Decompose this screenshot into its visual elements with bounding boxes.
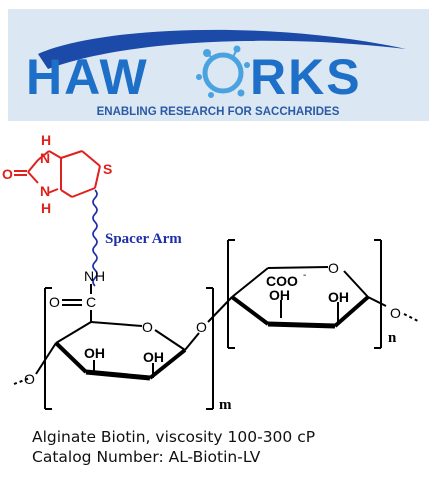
atom-ring2-oh-right: OH [328, 289, 349, 305]
atom-glyco-o: O [196, 319, 207, 335]
atom-ring1-o: O [142, 319, 153, 335]
atom-o-carbonyl: O [2, 166, 13, 182]
logo-tagline: ENABLING RESEARCH FOR SACCHARIDES [97, 106, 340, 118]
molecule-o-icon [196, 45, 250, 98]
bonds-ring-2 [207, 239, 419, 349]
subscript-m: m [219, 397, 232, 413]
atom-ring1-oh-right: OH [143, 349, 164, 365]
brand-right: RKS [250, 49, 362, 105]
subscript-n: n [388, 330, 397, 346]
spacer-arm-label: Spacer Arm [105, 231, 182, 247]
atom-ring1-o-left: O [24, 371, 35, 387]
atom-ring2-o: O [328, 260, 339, 276]
atom-n-top: N [40, 150, 50, 166]
atom-ring2-oh-left: OH [269, 287, 290, 303]
logo-background [8, 9, 429, 121]
spacer-chain [92, 189, 98, 287]
atom-ring2-coo: COO [266, 273, 298, 289]
brand-left: HAW [26, 49, 149, 105]
haworks-logo: HAW RKS ENABLING RESEARCH FOR SACCHARIDE… [8, 9, 429, 121]
catalog-number: Catalog Number: AL-Biotin-LV [32, 448, 261, 466]
atom-ring2-coo-charge: - [303, 270, 306, 281]
product-name: Alginate Biotin, viscosity 100-300 cP [32, 428, 316, 446]
logo-swoosh [38, 29, 406, 69]
biotin-moiety [14, 150, 101, 198]
atom-h-top: H [41, 132, 51, 148]
alginate-biotin-structure: H N O N H S Spacer Arm N H [2, 132, 419, 413]
atom-ring2-o-right: O [390, 305, 401, 321]
atom-ring1-oh-left: OH [84, 345, 105, 361]
bonds-ring-1 [13, 284, 214, 410]
atom-h-bottom: H [41, 200, 51, 216]
atom-n-bottom: N [40, 183, 50, 199]
atom-nh-n: N [84, 268, 94, 284]
atom-nh-h: H [95, 268, 105, 284]
atom-s: S [103, 161, 112, 177]
atom-amide-c: C [86, 294, 96, 310]
atom-amide-o: O [49, 294, 60, 310]
